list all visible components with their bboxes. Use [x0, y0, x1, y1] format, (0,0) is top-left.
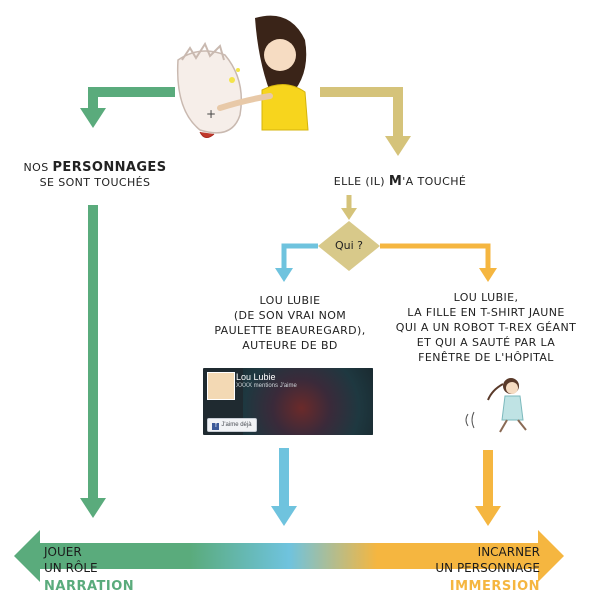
left-node-text-2: se sont touchés: [39, 176, 151, 189]
scale-left-text: Jouer un rôle: [44, 544, 98, 576]
arrow-head-left-node: [80, 108, 106, 128]
arrow-head-character-scale: [475, 506, 501, 526]
scale-right-line-1: Incarner: [477, 545, 540, 559]
character-line-4: et qui a sauté par la: [416, 336, 556, 349]
scale-left-line-2: un rôle: [44, 561, 98, 575]
facebook-icon: f: [212, 423, 220, 430]
scale-right-text: Incarner un personnage: [420, 544, 540, 576]
left-node-bold: personnages: [52, 160, 167, 175]
narration-immersion-scale: [14, 530, 564, 582]
character-line-5: fenêtre de l'hôpital: [418, 351, 554, 364]
left-node-text-1: Nos: [23, 161, 49, 174]
svg-text:+: +: [206, 107, 216, 121]
right-node: Elle (il) M'a touché: [320, 174, 480, 189]
arrow-to-character: [380, 243, 491, 270]
fb-cover-art: [243, 368, 373, 435]
author-line-2: (de son vrai nom: [233, 309, 347, 322]
fb-avatar: [207, 372, 235, 400]
scale-left-line-1: Jouer: [44, 545, 82, 559]
character-line-3: qui a un robot T-rex géant: [395, 321, 577, 334]
decision-diamond: [318, 221, 380, 271]
arrow-head-character: [479, 268, 497, 282]
arrow-head-decision: [341, 208, 357, 220]
fb-page-name: Lou Lubie: [236, 372, 276, 382]
left-node: Nos personnages se sont touchés: [20, 160, 170, 190]
running-character-sketch: [465, 378, 527, 433]
immersion-label: Immersion: [449, 579, 540, 594]
right-node-prefix: Elle (il): [333, 175, 385, 188]
fb-likes-count: XXXX mentions J'aime: [236, 383, 297, 389]
right-node-bold: M: [388, 174, 403, 189]
arrow-head-author-scale: [271, 506, 297, 526]
author-line-3: Paulette Beauregard),: [214, 324, 366, 337]
fb-like-label: J'aime déjà: [221, 422, 252, 428]
character-line-2: la fille en t-shirt jaune: [407, 306, 565, 319]
character-node: Lou Lubie, la fille en t-shirt jaune qui…: [386, 290, 586, 365]
right-node-suffix: 'a touché: [402, 175, 467, 188]
arrow-to-left-node: [88, 87, 175, 110]
author-line-4: auteure de BD: [242, 339, 338, 352]
narration-label: Narration: [44, 579, 135, 594]
comic-illustration: +: [176, 15, 309, 138]
author-line-1: Lou Lubie: [259, 294, 321, 307]
arrow-head-narration: [80, 498, 106, 518]
arrow-to-author: [281, 243, 318, 270]
character-line-1: Lou Lubie,: [453, 291, 519, 304]
arrow-head-right-node: [385, 136, 411, 156]
arrow-to-right-node: [320, 87, 403, 138]
scale-right-line-2: un personnage: [435, 561, 540, 575]
decision-label: Qui ?: [334, 239, 364, 252]
author-node: Lou Lubie (de son vrai nom Paulette Beau…: [205, 293, 375, 353]
arrow-head-author: [275, 268, 293, 282]
